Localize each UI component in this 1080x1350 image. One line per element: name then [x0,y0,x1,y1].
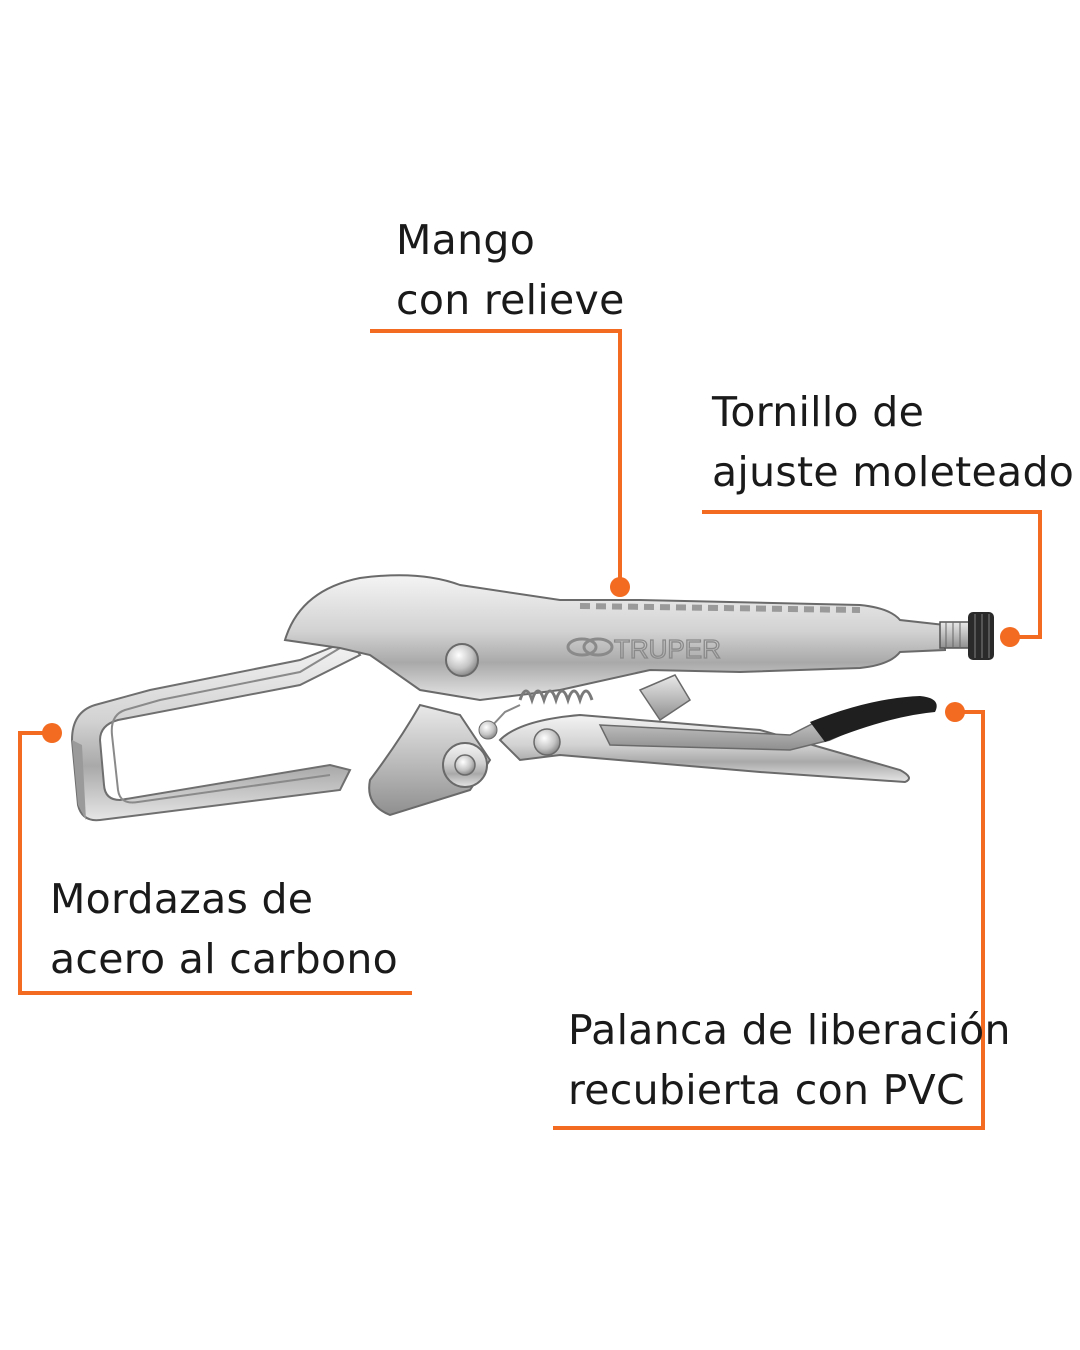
svg-text:TRUPER: TRUPER [614,634,721,664]
tornillo-callout-line [702,510,1042,639]
mordazas-label-line1: Mordazas de [50,875,314,923]
palanca-label-line1: Palanca de liberación [568,1006,1011,1054]
lower-handle [498,674,910,784]
palanca-label: Palanca de liberación recubierta con PVC [568,1000,1011,1120]
mango-callout-line [370,329,622,585]
tornillo-label-line1: Tornillo de [712,388,925,436]
tornillo-label: Tornillo de ajuste moleteado [712,382,1074,502]
brand-logo: TRUPER [566,633,722,665]
callout-lines [18,329,1042,1130]
upper-handle: TRUPER [283,574,946,702]
tornillo-callout-dot [1000,627,1020,647]
mango-callout-dot [610,577,630,597]
jaw-frame [70,638,362,822]
palanca-label-line2: recubierta con PVC [568,1066,965,1114]
tornillo-label-line2: ajuste moleteado [712,448,1075,496]
mordazas-label-line2: acero al carbono [50,935,399,983]
mango-label: Mango con relieve [396,210,625,330]
spring [478,689,594,740]
adjustment-screw [939,612,994,660]
release-lever [598,696,937,751]
callout-dots [42,577,1020,743]
lower-jaw [368,703,492,817]
palanca-callout-line [553,710,985,1130]
mordazas-callout-dot [42,723,62,743]
mango-label-line2: con relieve [396,276,625,324]
mango-label-line1: Mango [396,216,536,264]
mordazas-callout-line [18,731,412,995]
palanca-callout-dot [945,702,965,722]
mordazas-label: Mordazas de acero al carbono [50,869,398,989]
